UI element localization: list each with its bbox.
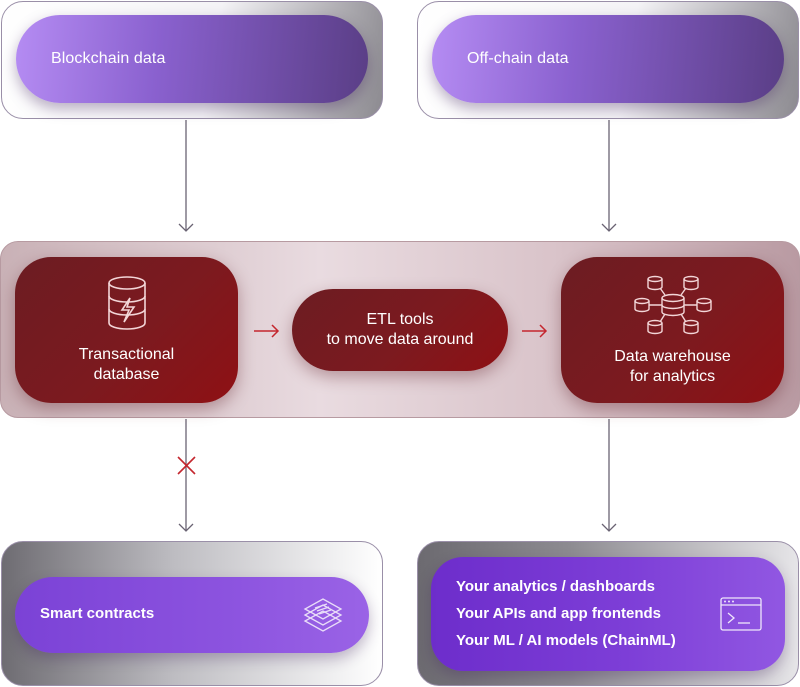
terminal-window-icon [720, 597, 762, 631]
arrow-transactional-to-smart-contracts [178, 419, 194, 532]
blockchain-data-label: Blockchain data [51, 50, 166, 67]
smart-contracts-label: Smart contracts [40, 605, 155, 622]
data-warehouse-node: Data warehouse for analytics [561, 257, 784, 403]
connected-databases-icon [633, 275, 712, 335]
document-stack-icon [303, 598, 343, 632]
warehouse-label-line2: for analytics [629, 368, 716, 385]
apps-line-analytics: Your analytics / dashboards [456, 578, 655, 595]
etl-label-line2: to move data around [326, 331, 474, 348]
arrow-transactional-to-etl [254, 324, 280, 338]
transactional-label-line1: Transactional [78, 346, 175, 363]
arrow-etl-to-warehouse [522, 324, 548, 338]
warehouse-label-line1: Data warehouse [614, 348, 731, 365]
cross-icon [177, 456, 196, 475]
arrow-offchain-to-warehouse [601, 120, 617, 232]
apps-line-apis: Your APIs and app frontends [456, 605, 662, 622]
etl-label-line1: ETL tools [366, 311, 434, 328]
apps-node: Your analytics / dashboards Your APIs an… [431, 557, 785, 671]
transactional-database-node: Transactional database [15, 257, 238, 403]
offchain-data-node: Off-chain data [432, 15, 784, 103]
offchain-data-label: Off-chain data [467, 50, 569, 67]
database-lightning-icon [107, 276, 146, 330]
etl-tools-node: ETL tools to move data around [292, 289, 508, 371]
smart-contracts-node: Smart contracts [15, 577, 369, 653]
arrow-warehouse-to-apps [601, 419, 617, 532]
transactional-label-line2: database [93, 366, 160, 383]
blockchain-data-node: Blockchain data [16, 15, 368, 103]
arrow-blockchain-to-transactional [178, 120, 194, 232]
apps-line-ml: Your ML / AI models (ChainML) [456, 632, 676, 649]
